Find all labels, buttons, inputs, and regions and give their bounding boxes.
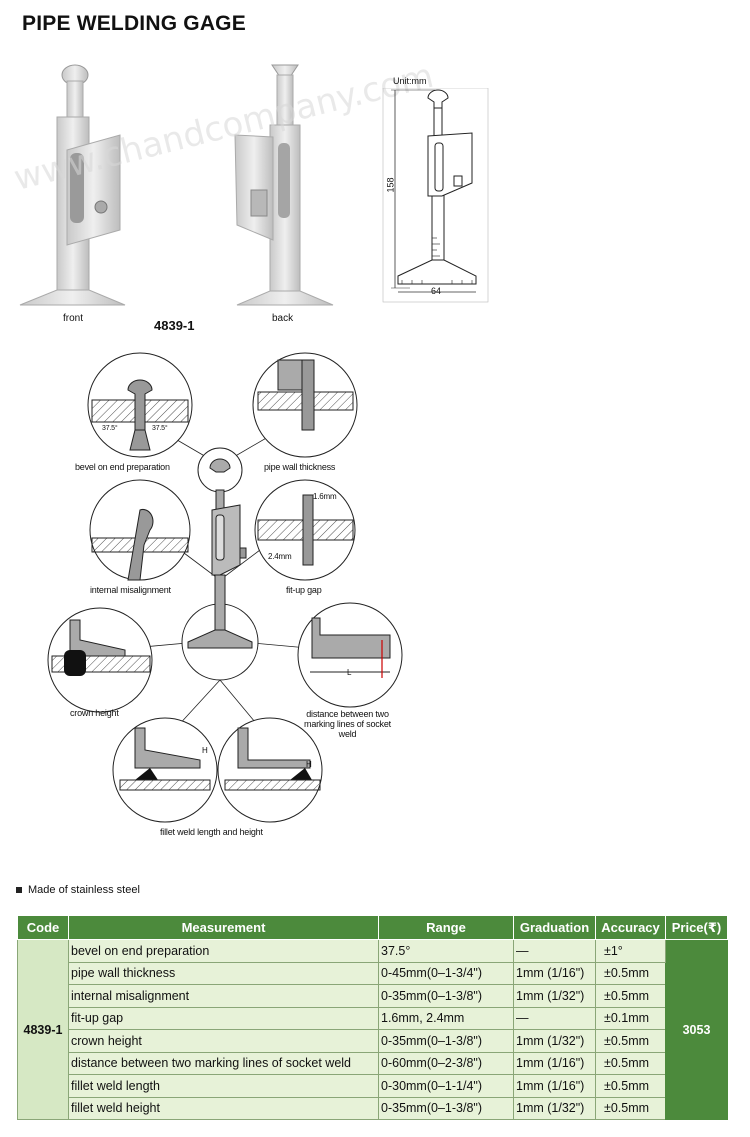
distance-label: distance between two marking lines of so… [304, 709, 391, 739]
header-accuracy: Accuracy [595, 915, 666, 940]
range-cell: 0-35mm(0–1-3/8") [378, 1096, 514, 1120]
table-row: fit-up gap 1.6mm, 2.4mm — ±0.1mm [18, 1006, 728, 1030]
bevel-angle-left: 37.5° [102, 425, 118, 432]
fillet-letter-right: H [306, 760, 312, 769]
graduation-cell: — [513, 939, 596, 963]
accuracy-cell: ±0.5mm [595, 1074, 666, 1098]
code-cell: 4839-1 [17, 939, 69, 1120]
front-label: front [63, 313, 84, 324]
range-cell: 1.6mm, 2.4mm [378, 1006, 514, 1030]
crown-label: crown height [70, 708, 119, 718]
page-title: PIPE WELDING GAGE [22, 12, 246, 35]
table-header-row: Code Measurement Range Graduation Accura… [17, 915, 728, 940]
accuracy-cell: ±0.5mm [595, 961, 666, 985]
accuracy-cell: ±1° [595, 939, 666, 963]
fillet-diagram-right [217, 717, 323, 823]
header-price: Price(₹) [665, 915, 728, 940]
table-row: pipe wall thickness 0-45mm(0–1-3/4") 1mm… [18, 961, 728, 985]
feature-bullet: Made of stainless steel [16, 884, 140, 896]
front-photo [19, 64, 126, 306]
measurement-cell: pipe wall thickness [68, 961, 379, 985]
header-range: Range [378, 915, 514, 940]
pipe-wall-label: pipe wall thickness [264, 462, 336, 472]
graduation-cell: 1mm (1/16") [513, 961, 596, 985]
pipe-wall-diagram [252, 352, 358, 458]
internal-label: internal misalignment [90, 585, 171, 595]
application-diagram [47, 352, 403, 823]
header-code: Code [17, 915, 69, 940]
graduation-cell: 1mm (1/32") [513, 1096, 596, 1120]
table-row: internal misalignment 0-35mm(0–1-3/8") 1… [18, 984, 728, 1008]
crown-diagram [47, 607, 153, 713]
model-number: 4839-1 [154, 318, 195, 333]
back-photo [234, 64, 334, 306]
fitup-size-b: 2.4mm [268, 552, 292, 561]
measurement-cell: fillet weld height [68, 1096, 379, 1120]
bevel-label: bevel on end preparation [75, 462, 170, 472]
header-measurement: Measurement [68, 915, 379, 940]
graduation-cell: 1mm (1/32") [513, 984, 596, 1008]
fitup-size-a: 1.6mm [313, 492, 337, 501]
product-photos [19, 64, 334, 306]
range-cell: 0-60mm(0–2-3/8") [378, 1051, 514, 1075]
fillet-diagram-left [112, 717, 218, 823]
bevel-diagram [87, 352, 193, 458]
range-cell: 37.5° [378, 939, 514, 963]
measurement-cell: fillet weld length [68, 1074, 379, 1098]
accuracy-cell: ±0.5mm [595, 1029, 666, 1053]
center-gauge [181, 447, 259, 681]
graduation-cell: 1mm (1/32") [513, 1029, 596, 1053]
bevel-angle-right: 37.5° [152, 425, 168, 432]
measurement-cell: internal misalignment [68, 984, 379, 1008]
fillet-letter-left: H [202, 746, 208, 755]
bullet-square-icon [16, 887, 22, 893]
misalignment-diagram [89, 479, 191, 581]
price-cell: 3053 [665, 939, 728, 1120]
unit-label: Unit:mm [393, 76, 427, 86]
range-cell: 0-30mm(0–1-1/4") [378, 1074, 514, 1098]
measurement-cell: fit-up gap [68, 1006, 379, 1030]
measurement-cell: distance between two marking lines of so… [68, 1051, 379, 1075]
range-cell: 0-35mm(0–1-3/8") [378, 1029, 514, 1053]
fitup-label: fit-up gap [286, 585, 322, 595]
graduation-cell: — [513, 1006, 596, 1030]
table-row: 4839-1 bevel on end preparation 37.5° — … [17, 939, 728, 1120]
table-row: distance between two marking lines of so… [18, 1051, 728, 1075]
range-cell: 0-45mm(0–1-3/4") [378, 961, 514, 985]
back-label: back [272, 313, 294, 324]
feature-text: Made of stainless steel [28, 884, 140, 896]
width-dimension: 64 [431, 286, 442, 296]
accuracy-cell: ±0.1mm [595, 1006, 666, 1030]
distance-letter: L [347, 668, 352, 677]
table-row: crown height 0-35mm(0–1-3/8") 1mm (1/32"… [18, 1029, 728, 1053]
accuracy-cell: ±0.5mm [595, 1051, 666, 1075]
fillet-label: fillet weld length and height [160, 827, 263, 837]
fitup-diagram [254, 479, 356, 581]
table-row: fillet weld length 0-30mm(0–1-1/4") 1mm … [18, 1074, 728, 1098]
height-dimension: 158 [385, 177, 396, 193]
graduation-cell: 1mm (1/16") [513, 1074, 596, 1098]
technical-drawing [382, 88, 489, 303]
range-cell: 0-35mm(0–1-3/8") [378, 984, 514, 1008]
spec-table: Code Measurement Range Graduation Accura… [17, 915, 728, 1120]
measurement-cell: crown height [68, 1029, 379, 1053]
header-graduation: Graduation [513, 915, 596, 940]
accuracy-cell: ±0.5mm [595, 1096, 666, 1120]
accuracy-cell: ±0.5mm [595, 984, 666, 1008]
measurement-cell: bevel on end preparation [68, 939, 379, 963]
graduation-cell: 1mm (1/16") [513, 1051, 596, 1075]
table-row: fillet weld height 0-35mm(0–1-3/8") 1mm … [18, 1096, 728, 1120]
socket-diagram [297, 602, 403, 708]
